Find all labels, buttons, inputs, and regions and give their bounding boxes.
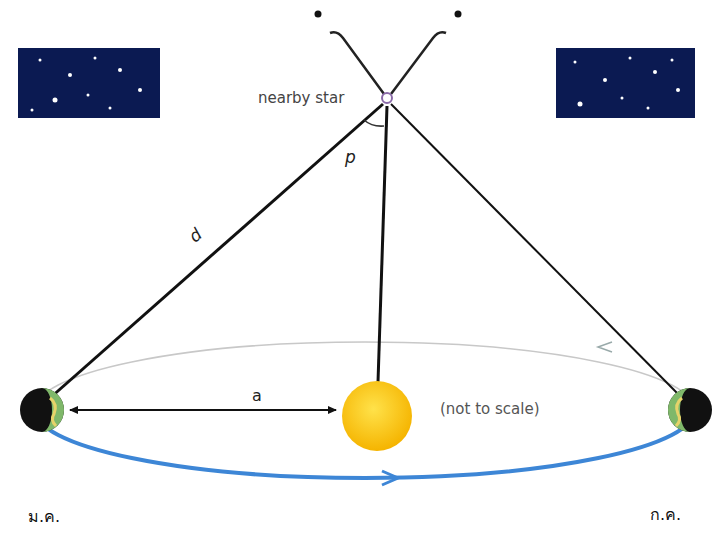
star-label: nearby star — [258, 90, 344, 107]
apparent-star — [315, 11, 322, 18]
earth — [20, 388, 64, 432]
baseline-arrow — [70, 409, 336, 411]
baseline-label: a — [252, 387, 262, 405]
star-field — [556, 48, 695, 118]
angle-arc — [364, 120, 384, 126]
month-label: ก.ค. — [650, 506, 681, 524]
sun — [342, 381, 412, 451]
sun-star-line — [378, 106, 387, 382]
orbit-arrow — [598, 342, 612, 352]
distance-label: d — [185, 225, 205, 246]
angle-label: p — [345, 148, 356, 167]
scale-note: (not to scale) — [440, 401, 540, 418]
baseline-arrow — [70, 409, 336, 411]
sight-line — [330, 32, 384, 94]
orbit-arrow — [382, 471, 398, 485]
sight-line — [391, 32, 446, 94]
apparent-star — [455, 11, 462, 18]
month-label: ม.ค. — [28, 508, 60, 526]
earth — [668, 388, 712, 432]
star-field — [18, 48, 160, 118]
distance-line — [50, 104, 383, 398]
nearby-star — [382, 93, 392, 103]
sight-line — [391, 104, 682, 398]
